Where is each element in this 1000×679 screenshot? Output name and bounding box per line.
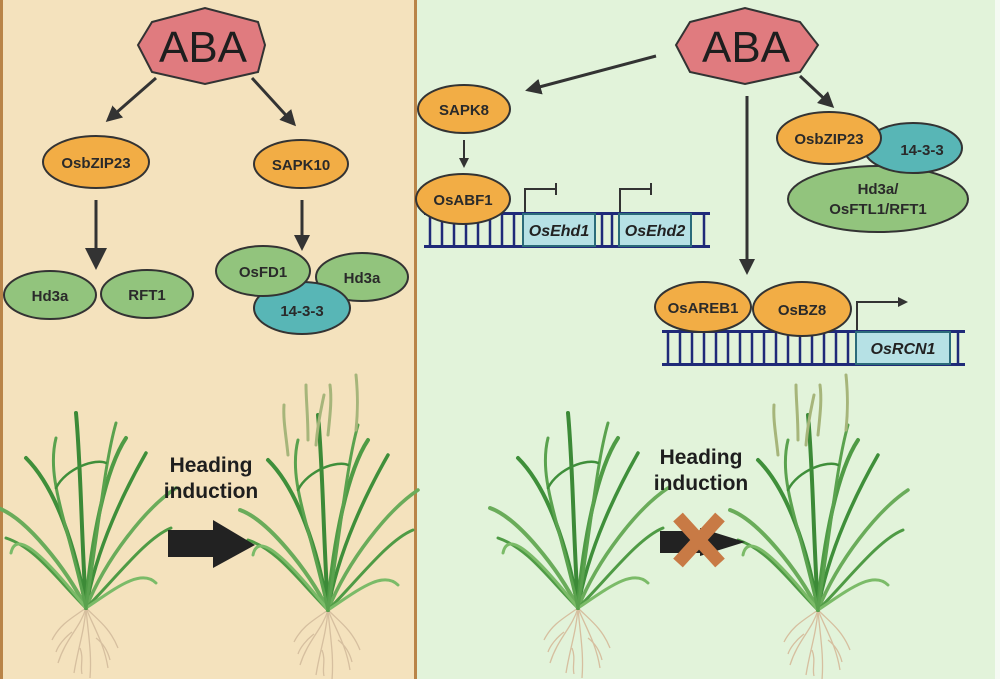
florigen-complex-label-1: Hd3a/ — [858, 181, 900, 198]
osrcn1-activation-icon — [856, 297, 908, 330]
sapk8-node: SAPK8 — [417, 84, 511, 134]
osbz8-node: OsBZ8 — [752, 281, 852, 337]
dna-strand-rcn1: OsRCN1 — [662, 330, 965, 366]
dna-strand-ehd: OsEhd1 OsEhd2 — [424, 212, 710, 248]
aba-hexagon-shape — [136, 6, 267, 86]
sapk8-label: SAPK8 — [439, 102, 489, 119]
panel-divider — [414, 0, 417, 679]
sapk10-label: SAPK10 — [272, 157, 330, 174]
left-hd3a-complex-node: Hd3a — [315, 252, 409, 302]
left-heading-arrow-icon — [168, 520, 255, 568]
arrow-aba-to-osbzip23 — [798, 74, 835, 109]
osehd1-gene-box — [522, 213, 596, 247]
florigen-complex-node: Hd3a/ OsFTL1/RFT1 — [787, 165, 969, 233]
right-vegetative-rice-plant — [488, 411, 670, 679]
right-14-3-3-label: 14-3-3 — [900, 142, 943, 159]
right-induction-label: induction — [654, 472, 748, 495]
right-aba-label: ABA — [702, 23, 791, 72]
left-induction-label: induction — [164, 480, 258, 503]
right-osbzip23-label: OsbZIP23 — [794, 131, 863, 148]
right-osbzip23-node: OsbZIP23 — [776, 111, 882, 165]
osareb1-label: OsAREB1 — [668, 300, 739, 317]
left-sapk10-node: SAPK10 — [253, 139, 349, 189]
osrcn1-gene-box — [855, 331, 951, 365]
rft1-label: RFT1 — [128, 287, 166, 304]
left-panel — [0, 0, 414, 679]
left-vegetative-rice-plant — [0, 411, 178, 679]
osehd2-label: OsEhd2 — [625, 223, 686, 240]
osbzip23-label: OsbZIP23 — [61, 155, 130, 172]
right-aba-node: ABA — [674, 6, 820, 86]
arrow-aba-to-osbzip23 — [105, 76, 157, 122]
left-heading-label: Heading — [170, 454, 253, 477]
left-rft1-node: RFT1 — [100, 269, 194, 319]
left-osfd1-node: OsFD1 — [215, 245, 311, 297]
right-edge — [995, 0, 1000, 679]
osehd2-repression-icon — [619, 188, 651, 212]
left-heading-rice-plant — [238, 373, 420, 679]
osabf1-node: OsABF1 — [415, 173, 511, 225]
aba-hexagon-shape — [674, 6, 820, 86]
osfd1-label: OsFD1 — [239, 264, 287, 281]
osareb1-node: OsAREB1 — [654, 281, 752, 333]
osrcn1-label: OsRCN1 — [871, 341, 936, 358]
left-hd3a-node: Hd3a — [3, 270, 97, 320]
osehd1-repression-icon — [524, 188, 556, 212]
hd3a-label: Hd3a — [32, 288, 69, 305]
blocked-cross-icon — [673, 512, 725, 568]
complex-hd3a-label: Hd3a — [344, 270, 381, 287]
florigen-complex-label-2: OsFTL1/RFT1 — [829, 201, 927, 218]
osbz8-label: OsBZ8 — [778, 302, 826, 319]
osehd1-label: OsEhd1 — [529, 223, 590, 240]
right-14-3-3-node: 14-3-3 — [863, 122, 963, 174]
right-heading-rice-plant — [728, 373, 910, 679]
osabf1-label: OsABF1 — [433, 192, 492, 209]
left-osbzip23-node: OsbZIP23 — [42, 135, 150, 189]
left-aba-label: ABA — [159, 23, 248, 72]
arrow-aba-to-sapk8 — [525, 54, 657, 95]
right-heading-label: Heading — [660, 446, 743, 469]
osehd2-gene-box — [618, 213, 692, 247]
complex-14-3-3-label: 14-3-3 — [280, 303, 323, 320]
left-aba-node: ABA — [136, 6, 267, 86]
arrow-aba-to-sapk10 — [250, 76, 297, 127]
